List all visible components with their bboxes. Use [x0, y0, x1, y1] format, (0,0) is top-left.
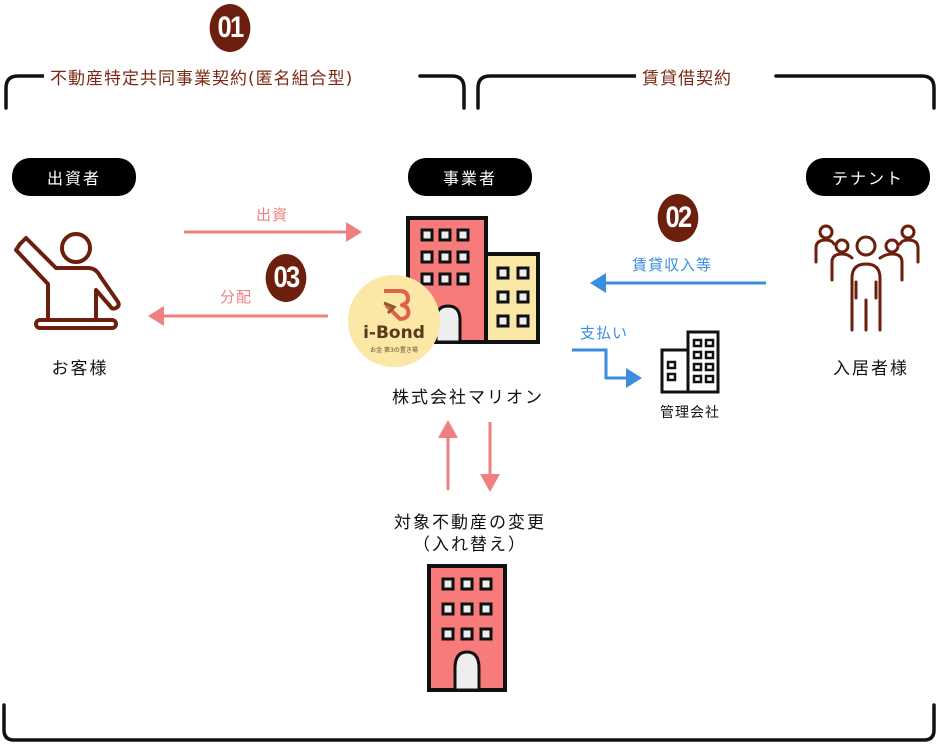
property-change-up-arrow: [438, 420, 458, 490]
tenant-role-pill: テナント: [806, 158, 930, 196]
rental-income-arrow: [590, 273, 766, 293]
operator-role-pill: 事業者: [408, 158, 532, 196]
rental-income-label: 賃貸収入等: [632, 256, 713, 274]
i-bond-logo-tagline: お金 第3の置き場: [370, 347, 418, 354]
step-01-badge: 01: [209, 4, 251, 52]
investor-caption: お客様: [51, 359, 109, 379]
investment-arrow: [184, 222, 362, 242]
management-company-caption: 管理会社: [660, 405, 720, 421]
investor-person-icon: [14, 232, 121, 330]
i-bond-logo: i-Bond お金 第3の置き場: [348, 275, 440, 367]
payment-label: 支払い: [580, 324, 629, 342]
right-contract-label: 賃貸借契約: [636, 64, 738, 89]
step-03-badge: 03: [265, 254, 307, 302]
distribution-label: 分配: [220, 288, 253, 306]
investment-label: 出資: [256, 206, 289, 224]
target-property-building-icon: [427, 564, 507, 692]
property-change-caption-line1: 対象不動産の変更: [394, 513, 546, 533]
property-change-caption-line2: （入れ替え）: [413, 535, 527, 555]
left-contract-label: 不動産特定共同事業契約(匿名組合型): [44, 64, 360, 89]
step-02-badge: 02: [657, 194, 699, 242]
i-bond-heart-icon: [383, 289, 411, 321]
payment-arrow: [572, 348, 642, 388]
left-contract-bracket: [4, 74, 466, 110]
right-contract-bracket: [476, 74, 936, 110]
operator-caption: 株式会社マリオン: [392, 388, 544, 408]
i-bond-logo-name: i-Bond: [363, 323, 425, 343]
property-change-down-arrow: [480, 422, 500, 492]
distribution-arrow: [148, 306, 328, 326]
tenant-caption: 入居者様: [833, 359, 909, 379]
investor-role-pill: 出資者: [12, 158, 136, 196]
tenant-group-icon: [814, 224, 920, 332]
management-company-building-icon: [660, 330, 720, 394]
bottom-bracket: [2, 703, 936, 742]
